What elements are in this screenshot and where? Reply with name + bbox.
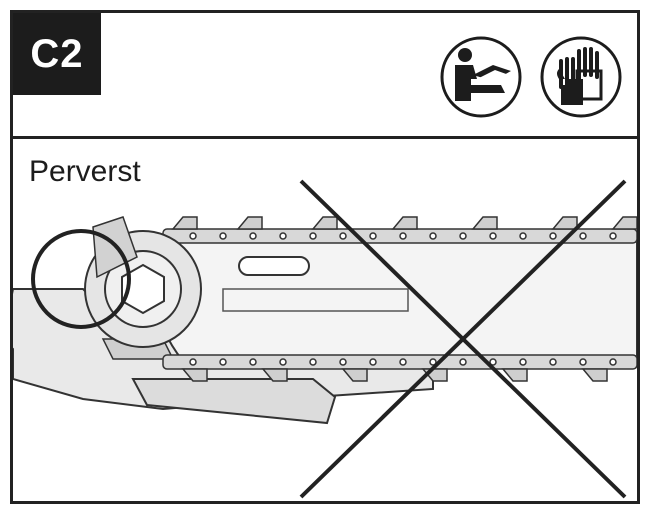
chainsaw-bar-illustration [13, 179, 637, 499]
incorrect-label: Perverst [29, 155, 141, 188]
panel-header: C2 [13, 13, 637, 139]
wear-gloves-icon [540, 36, 622, 118]
read-manual-icon [440, 36, 522, 118]
step-badge: C2 [13, 13, 101, 95]
instruction-panel: C2 Perverst [10, 10, 640, 504]
